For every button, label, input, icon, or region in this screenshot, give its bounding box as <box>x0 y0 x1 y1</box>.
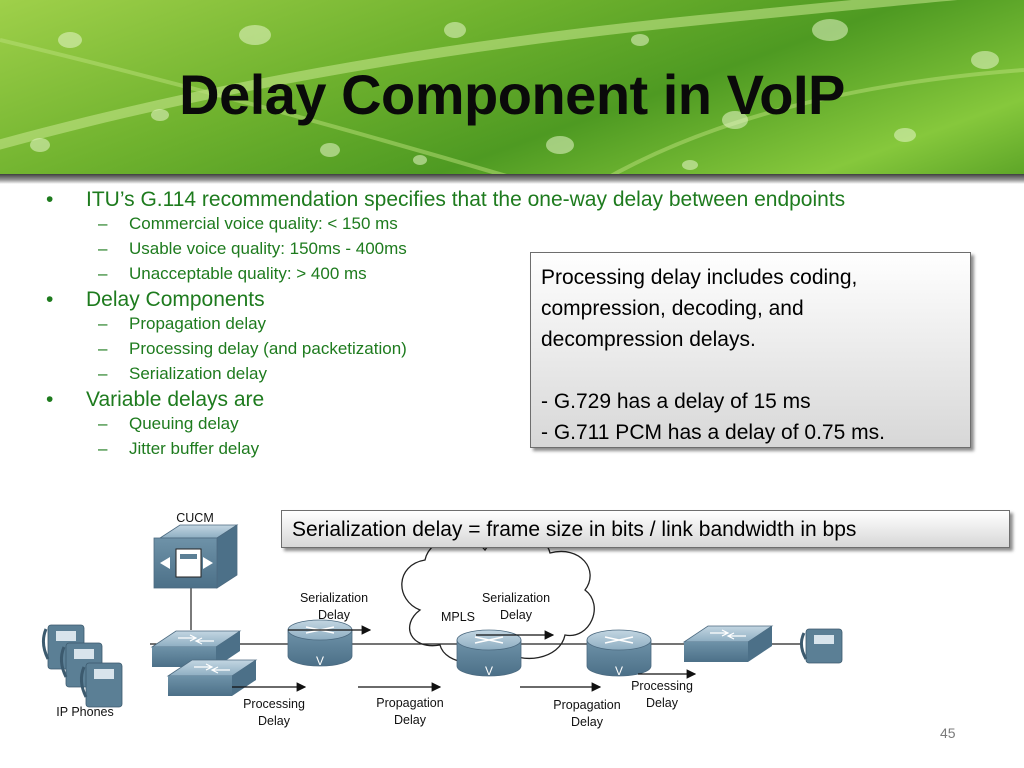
dash-icon: – <box>98 414 108 433</box>
header-banner: Delay Component in VoIP <box>0 0 1024 182</box>
dash-icon: – <box>98 214 108 233</box>
bullet-text: Delay Components <box>86 288 265 311</box>
svg-text:V: V <box>615 664 623 678</box>
subbullet-text: Unacceptable quality: > 400 ms <box>129 264 367 283</box>
bullet-itu-g114: • ITU’s G.114 recommendation specifies t… <box>40 189 920 211</box>
svg-text:V: V <box>485 664 493 678</box>
dash-icon: – <box>98 364 108 383</box>
label-mpls: MPLS <box>441 610 475 624</box>
subbullet-jitter-buffer: – Jitter buffer delay <box>40 436 920 461</box>
bullet-variable-delays: • Variable delays are <box>40 389 920 411</box>
label-propagation-delay-1b: Delay <box>394 713 427 727</box>
bullet-text: Variable delays are <box>86 388 265 411</box>
label-processing-delay-1a: Processing <box>243 697 305 711</box>
bullet-dot-icon: • <box>46 188 54 211</box>
switch-icon <box>682 625 774 662</box>
label-propagation-delay-2b: Delay <box>571 715 604 729</box>
callout-line: decompression delays. <box>541 328 756 351</box>
network-delay-diagram: V V V CUCM IP Phones MPLS Serialization … <box>41 511 843 729</box>
label-processing-delay-2b: Delay <box>646 696 679 710</box>
page-number: 45 <box>940 725 956 741</box>
label-cucm: CUCM <box>176 511 214 525</box>
ip-phone-icon <box>799 628 843 664</box>
subbullet-text: Processing delay (and packetization) <box>129 339 407 358</box>
label-propagation-delay-1a: Propagation <box>376 696 443 710</box>
header-divider <box>0 174 1024 184</box>
callout-line: compression, decoding, and <box>541 297 804 320</box>
label-serialization-delay-2a: Serialization <box>482 591 550 605</box>
subbullet-queuing: – Queuing delay <box>40 411 920 436</box>
subbullet-serialization: – Serialization delay <box>40 361 920 386</box>
bullet-delay-components: • Delay Components <box>40 289 920 311</box>
subbullet-text: Queuing delay <box>129 414 239 433</box>
label-serialization-delay-2b: Delay <box>500 608 533 622</box>
router-icon: V <box>586 629 652 678</box>
dash-icon: – <box>98 264 108 283</box>
callout-line: - G.711 PCM has a delay of 0.75 ms. <box>541 421 885 444</box>
cucm-server-icon <box>153 524 239 589</box>
label-serialization-delay-1b: Delay <box>318 608 351 622</box>
subbullet-propagation: – Propagation delay <box>40 311 920 336</box>
bullet-list: • ITU’s G.114 recommendation specifies t… <box>40 186 920 461</box>
router-icon: V <box>456 629 522 678</box>
ip-phones-icon <box>41 624 123 708</box>
label-ip-phones: IP Phones <box>56 705 113 719</box>
subbullet-commercial-quality: – Commercial voice quality: < 150 ms <box>40 211 920 236</box>
dash-icon: – <box>98 439 108 458</box>
subbullet-text: Propagation delay <box>129 314 267 333</box>
label-serialization-delay-1a: Serialization <box>300 591 368 605</box>
leaf-background-image <box>0 0 1024 182</box>
subbullet-usable-quality: – Usable voice quality: 150ms - 400ms <box>40 236 920 261</box>
callout-line: Processing delay includes coding, <box>541 266 858 289</box>
callout-spacer <box>541 355 960 386</box>
subbullet-text: Serialization delay <box>129 364 267 383</box>
svg-text:V: V <box>316 654 324 668</box>
subbullet-text: Commercial voice quality: < 150 ms <box>129 214 398 233</box>
label-propagation-delay-2a: Propagation <box>553 698 620 712</box>
slide-title: Delay Component in VoIP <box>179 63 845 126</box>
callout-line: - G.729 has a delay of 15 ms <box>541 390 811 413</box>
subbullet-text: Usable voice quality: 150ms - 400ms <box>129 239 407 258</box>
dash-icon: – <box>98 339 108 358</box>
label-processing-delay-1b: Delay <box>258 714 291 728</box>
subbullet-processing: – Processing delay (and packetization) <box>40 336 920 361</box>
bullet-dot-icon: • <box>46 388 54 411</box>
dash-icon: – <box>98 314 108 333</box>
router-icon: V <box>287 619 353 668</box>
bullet-text: ITU’s G.114 recommendation specifies tha… <box>86 188 846 211</box>
label-processing-delay-2a: Processing <box>631 679 693 693</box>
bullet-dot-icon: • <box>46 288 54 311</box>
subbullet-text: Jitter buffer delay <box>129 439 260 458</box>
dash-icon: – <box>98 239 108 258</box>
subbullet-unacceptable-quality: – Unacceptable quality: > 400 ms <box>40 261 920 286</box>
serialization-formula-callout: Serialization delay = frame size in bits… <box>281 510 1010 548</box>
processing-delay-callout: Processing delay includes coding, compre… <box>530 252 971 448</box>
